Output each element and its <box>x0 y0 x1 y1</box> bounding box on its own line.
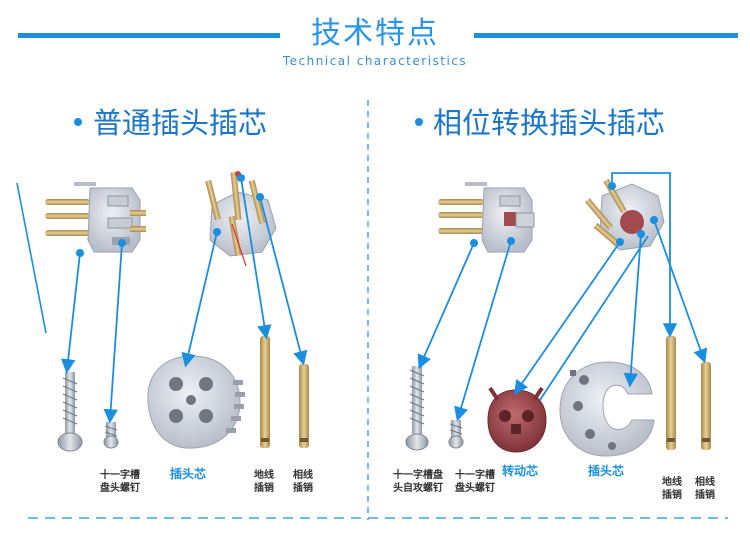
right-ground-pin <box>666 336 676 450</box>
right-caption-screw1: 十一字槽盘 头自攻螺钉 <box>386 469 450 495</box>
left-caption-screw: 十一字槽 盘头螺钉 <box>90 469 150 495</box>
right-caption-screw2-line2: 盘头螺钉 <box>455 483 495 494</box>
right-caption-phase: 相线 插销 <box>687 476 723 502</box>
left-plug-side <box>45 182 146 253</box>
right-plug-core <box>559 361 655 457</box>
left-caption-phase-line1: 相线 <box>293 470 313 481</box>
right-caption-screw2-line1: 十一字槽 <box>455 470 495 481</box>
right-plug-perspective <box>585 178 665 251</box>
right-phase-pin <box>701 362 711 450</box>
left-caption-screw-line1: 十一字槽 <box>100 470 140 481</box>
page-subtitle: Technical characteristics <box>282 54 468 68</box>
right-caption-core: 插头芯 <box>587 464 624 478</box>
right-caption-ground-line2: 插销 <box>662 490 682 501</box>
right-section-bullet <box>415 118 423 126</box>
page-title: 技术特点 <box>311 16 439 51</box>
right-screw-long <box>405 366 429 451</box>
left-small-screw <box>103 422 119 449</box>
left-ground-pin <box>260 336 270 448</box>
left-caption-ground-line2: 插销 <box>254 483 274 494</box>
left-phase-pin <box>299 364 309 448</box>
right-caption-phase-line1: 相线 <box>695 477 715 488</box>
left-caption-ground-line1: 地线 <box>254 470 274 481</box>
right-caption-ground: 地线 插销 <box>654 476 690 502</box>
left-caption-phase-line2: 插销 <box>293 483 313 494</box>
header-bar-left <box>18 33 280 38</box>
right-caption-ground-line1: 地线 <box>662 477 682 488</box>
right-caption-rotor: 转动芯 <box>501 464 538 478</box>
left-caption-phase: 相线 插销 <box>285 469 321 495</box>
left-screw <box>57 372 83 452</box>
left-section-title: 普通插头插芯 <box>93 106 268 140</box>
left-caption-ground: 地线 插销 <box>246 469 282 495</box>
left-plug-core <box>147 355 245 449</box>
left-section-bullet <box>74 118 82 126</box>
edge-line <box>16 182 47 334</box>
right-plug-side <box>438 182 535 253</box>
right-rotor-core <box>487 386 547 453</box>
header-bar-right <box>474 33 738 38</box>
right-caption-screw2: 十一字槽 盘头螺钉 <box>448 469 502 495</box>
right-caption-screw1-line1: 十一字槽盘 <box>393 470 443 481</box>
right-section-title: 相位转换插头插芯 <box>433 106 666 140</box>
left-caption-screw-line2: 盘头螺钉 <box>100 483 140 494</box>
right-caption-screw1-line2: 头自攻螺钉 <box>393 483 443 494</box>
left-caption-core: 插头芯 <box>169 467 206 481</box>
right-caption-phase-line2: 插销 <box>695 490 715 501</box>
right-screw-small <box>448 420 464 449</box>
